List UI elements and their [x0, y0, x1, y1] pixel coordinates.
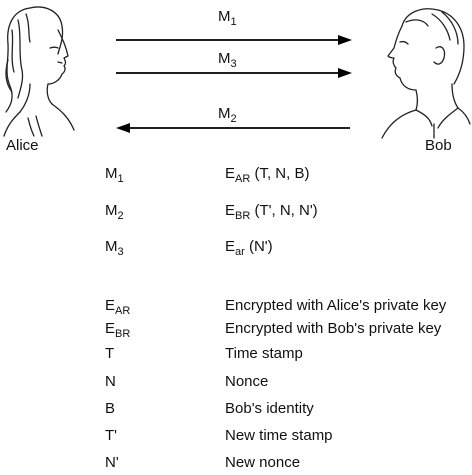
legend-symbol-n: N: [105, 373, 116, 390]
message-name-m2: M2: [105, 202, 124, 222]
legend-symbol-t: T: [105, 345, 115, 362]
bob-label: Bob: [425, 137, 452, 154]
arrow-label-m3: M3: [218, 50, 237, 70]
legend-meaning-b: Bob's identity: [225, 400, 314, 417]
arrow-m3-head: [338, 68, 352, 78]
message-expr-m3: Ear (N'): [225, 238, 273, 258]
arrow-label-m1: M1: [218, 8, 237, 28]
message-expr-m1: EAR (T, N, B): [225, 165, 310, 185]
message-arrows: [116, 35, 352, 133]
legend-meaning-ear: Encrypted with Alice's private key: [225, 297, 447, 314]
legend-symbol-t-prime: T': [105, 427, 118, 444]
legend-meaning-t: Time stamp: [225, 345, 303, 362]
legend-meaning-n-prime: New nonce: [225, 454, 301, 471]
arrow-m1-head: [338, 35, 352, 45]
arrow-m2-head: [116, 123, 130, 133]
legend-meaning-t-prime: New time stamp: [225, 427, 333, 444]
message-name-m1: M1: [105, 165, 124, 185]
message-expr-m2: EBR (T', N, N'): [225, 202, 318, 222]
alice-label: Alice: [6, 137, 39, 154]
legend-symbol-ear: EAR: [105, 297, 131, 317]
bob-portrait: [381, 8, 471, 139]
legend-symbol-n-prime: N': [105, 454, 119, 471]
legend-symbol-ebr: EBR: [105, 320, 131, 340]
message-name-m3: M3: [105, 238, 124, 258]
legend-meaning-ebr: Encrypted with Bob's private key: [225, 320, 442, 337]
legend-symbol-b: B: [105, 400, 116, 417]
alice-portrait: [3, 6, 75, 137]
arrow-label-m2: M2: [218, 105, 237, 125]
legend-meaning-n: Nonce: [225, 373, 269, 390]
